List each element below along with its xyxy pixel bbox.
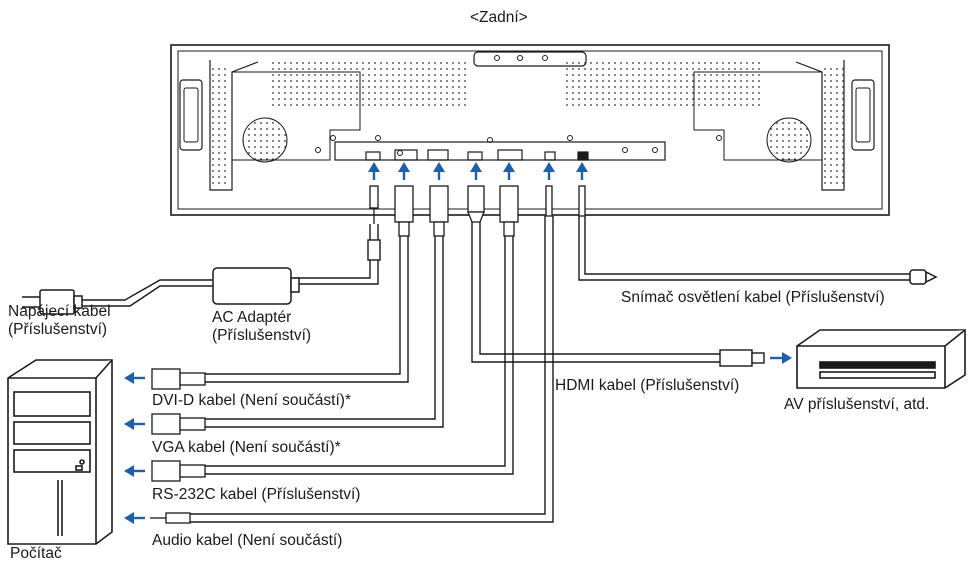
diagram-title: <Zadní> (470, 9, 528, 26)
computer-icon (7, 359, 113, 545)
pc-arrows (124, 372, 145, 524)
connector-ports (365, 149, 589, 161)
light-sensor-icon (909, 269, 938, 285)
av-device-icon (796, 329, 966, 389)
screw-holes (315, 55, 722, 156)
power-cable-note: (Příslušenství) (8, 321, 108, 338)
cable-lines (80, 216, 910, 523)
ventilation-grilles (210, 62, 844, 188)
av-equipment-label: AV příslušenství, atd. (784, 396, 930, 413)
computer-label: Počítač (10, 545, 62, 562)
ac-adapter-icon (212, 267, 300, 305)
rs232c-cable-label: RS-232C kabel (Příslušenství) (152, 486, 361, 503)
ac-adapter-label: AC Adaptér (212, 309, 292, 326)
hdmi-plug-icon (719, 349, 765, 367)
light-sensor-cable-label: Snímač osvětlení kabel (Příslušenství) (621, 289, 885, 306)
hdmi-cable-label: HDMI kabel (Příslušenství) (555, 377, 740, 394)
cable-plugs (369, 185, 586, 237)
port-arrows (368, 162, 588, 180)
vga-cable-label: VGA kabel (Není součástí)* (152, 439, 341, 456)
ac-adapter-note: (Příslušenství) (212, 327, 312, 344)
dvi-cable-label: DVI-D kabel (Není součástí)* (152, 392, 351, 409)
power-cable-label: Napájecí kabel (8, 303, 111, 320)
av-arrow (770, 352, 792, 364)
power-plug-icon (22, 289, 83, 315)
audio-cable-label: Audio kabel (Není součástí) (152, 532, 343, 549)
speakers (242, 117, 812, 163)
pc-side-connectors (150, 368, 206, 524)
